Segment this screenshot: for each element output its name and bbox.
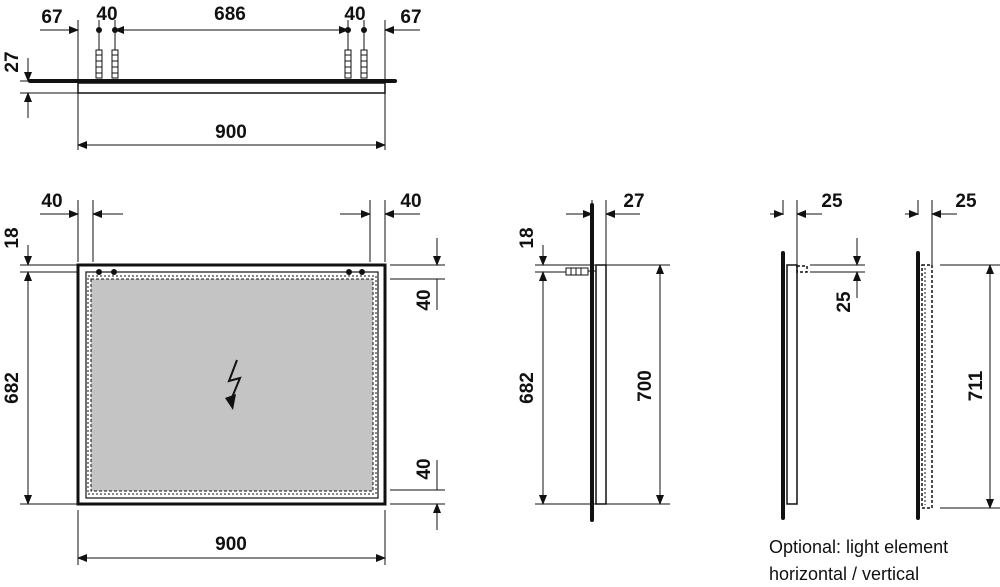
side-view: 27 18 682 700: [517, 191, 670, 522]
mirror-glass: [90, 278, 374, 492]
dim-horizontal-depth: 25: [821, 191, 843, 212]
dim-right-inset: 40: [400, 191, 421, 212]
dim-left-inset: 40: [41, 191, 62, 212]
caption-line-1: Optional: light element: [769, 537, 948, 557]
caption-line-2: horizontal / vertical: [769, 564, 919, 584]
dim-left-anchor: 40: [96, 4, 117, 25]
dim-vertical-height: 711: [966, 370, 987, 401]
dim-depth: 27: [2, 51, 23, 72]
dim-side-top-offset: 18: [517, 227, 538, 248]
dim-top-offset: 18: [2, 227, 23, 248]
dim-side-depth: 27: [623, 191, 644, 212]
dim-width: 900: [215, 534, 247, 555]
top-view: 67 40 686 40 67 27 900: [2, 4, 422, 150]
dim-width: 900: [215, 122, 247, 143]
dim-anchor-gap: 686: [214, 4, 246, 25]
dim-horizontal-height: 25: [834, 291, 855, 313]
dim-left-margin: 67: [41, 7, 62, 28]
dim-right-anchor: 40: [344, 4, 365, 25]
front-view: 40 40 18 682 40 40 900: [2, 191, 445, 565]
wall-anchor-icon: [95, 35, 368, 79]
dim-top-light: 40: [414, 289, 435, 310]
light-element-horizontal: 25 25: [770, 191, 865, 520]
dim-right-margin: 67: [400, 7, 421, 28]
dim-height: 682: [2, 372, 23, 404]
dim-bottom-light: 40: [414, 458, 435, 479]
light-element-vertical: 25 711: [905, 191, 1000, 520]
dim-vertical-depth: 25: [955, 191, 977, 212]
dim-side-total-height: 700: [635, 370, 656, 402]
lightning-bolt-icon: [225, 359, 242, 410]
dim-side-height: 682: [517, 372, 538, 404]
